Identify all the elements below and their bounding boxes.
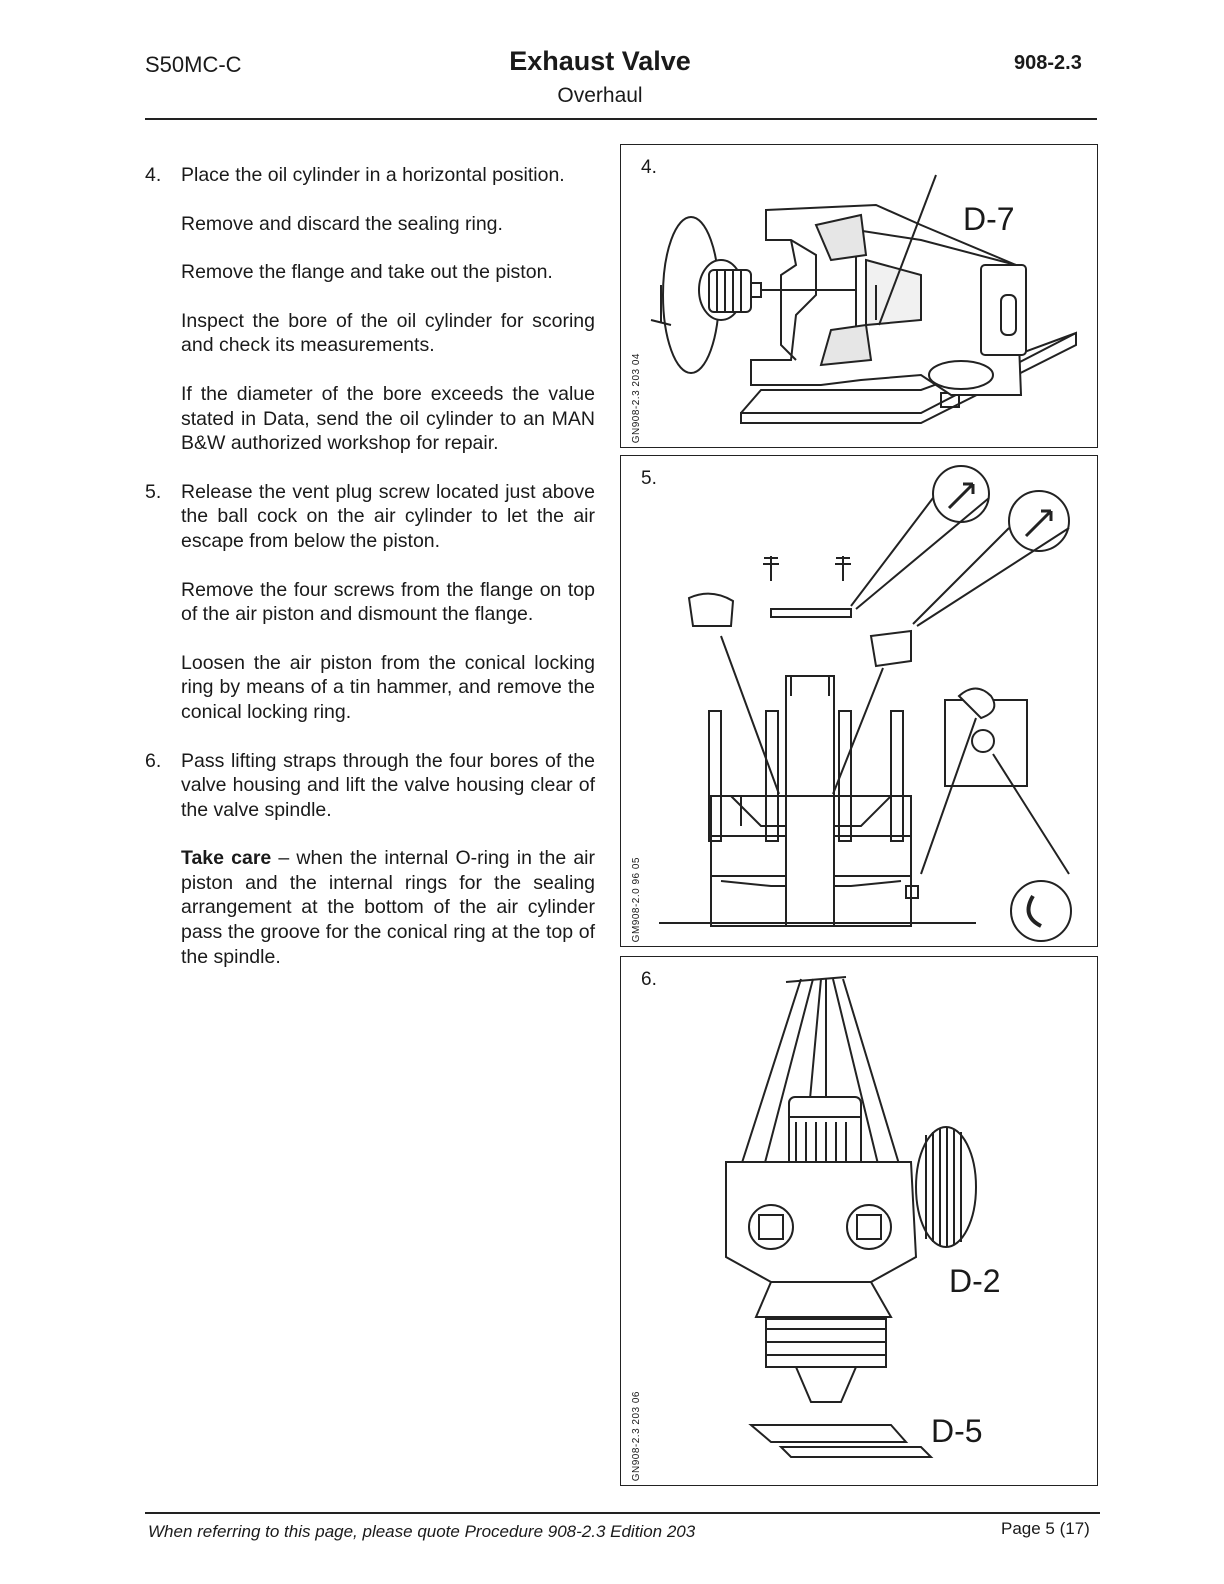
instruction-steps: 4. Place the oil cylinder in a horizonta… xyxy=(145,163,595,993)
caution-text: – when the internal O-ring in the air pi… xyxy=(181,847,595,968)
engine-model: S50MC-C xyxy=(145,52,242,77)
step-paragraph: Remove the four screws from the flange o… xyxy=(181,578,595,626)
figure-label: 5. xyxy=(641,468,657,489)
procedure-number: 908-2.3 xyxy=(1014,52,1082,74)
callout-d7: D-7 xyxy=(963,201,1015,237)
step-paragraph: Release the vent plug screw located just… xyxy=(181,480,595,552)
page-title: Exhaust Valve xyxy=(509,46,691,76)
figure-label: 4. xyxy=(641,157,657,178)
step-5: 5. Release the vent plug screw located j… xyxy=(145,480,595,725)
page-number: Page 5 (17) xyxy=(1001,1519,1090,1538)
figure-6: 6. D-2 D-5 GN908-2.3 203 06 xyxy=(620,956,1098,1486)
header-divider xyxy=(145,118,1097,120)
footer-divider xyxy=(145,1512,1100,1514)
page-subtitle: Overhaul xyxy=(557,84,643,107)
oil-cylinder-illustration xyxy=(650,174,1077,424)
step-paragraph: If the diameter of the bore exceeds the … xyxy=(181,382,595,455)
figure-code: GN908-2.3 203 04 xyxy=(631,352,642,443)
figure-label: 6. xyxy=(641,969,657,990)
figure-code: GN908-2.3 203 06 xyxy=(631,1390,642,1481)
step-paragraph: Remove and discard the sealing ring. xyxy=(181,212,503,235)
step-4: 4. Place the oil cylinder in a horizonta… xyxy=(145,163,595,456)
callout-d5: D-5 xyxy=(931,1413,983,1449)
caution-paragraph: Take care – when the internal O-ring in … xyxy=(181,846,595,969)
figure-code: GM908-2.0 96 05 xyxy=(631,856,642,942)
figure-5: 5. GM908-2.0 96 05 xyxy=(620,455,1098,947)
air-piston-illustration xyxy=(659,465,1072,942)
figure-4: 4. D-7 GN908-2.3 203 04 xyxy=(620,144,1098,448)
step-paragraph: Place the oil cylinder in a horizontal p… xyxy=(181,164,565,186)
step-paragraph: Inspect the bore of the oil cylinder for… xyxy=(181,309,595,357)
step-paragraph: Remove the flange and take out the pisto… xyxy=(181,261,553,284)
step-paragraph: Loosen the air piston from the conical l… xyxy=(181,651,595,723)
step-number: 5. xyxy=(145,480,162,503)
step-number: 4. xyxy=(145,164,162,186)
callout-d2: D-2 xyxy=(949,1263,1001,1299)
footer-reference-note: When referring to this page, please quot… xyxy=(148,1522,696,1541)
valve-housing-lift-illustration xyxy=(725,976,977,1458)
caution-label: Take care xyxy=(181,847,272,870)
step-number: 6. xyxy=(145,749,162,772)
step-6: 6. Pass lifting straps through the four … xyxy=(145,749,595,970)
step-paragraph: Pass lifting straps through the four bor… xyxy=(181,749,595,821)
